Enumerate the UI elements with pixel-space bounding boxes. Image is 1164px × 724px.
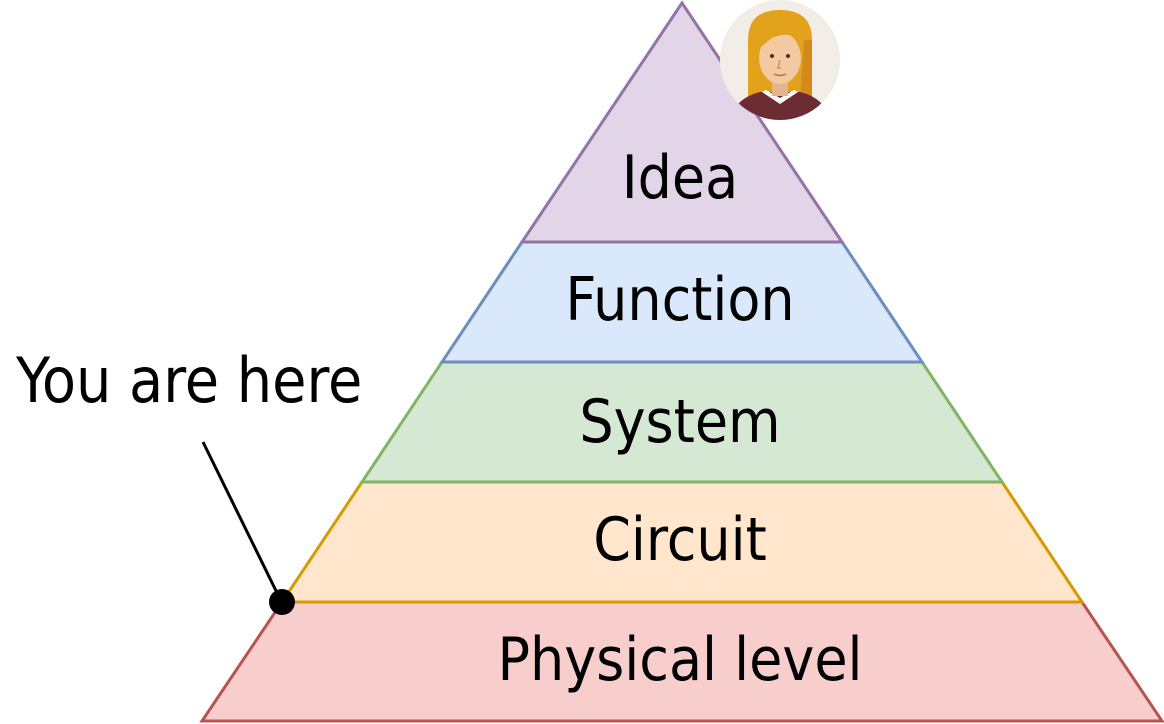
you-are-here-marker: You are here — [15, 344, 362, 615]
layer-label-function: Function — [565, 265, 794, 335]
layer-label-physical: Physical level — [497, 625, 862, 695]
layer-labels: Idea Function System Circuit Physical le… — [497, 143, 862, 695]
user-avatar-icon — [720, 0, 840, 120]
layer-label-system: System — [579, 387, 780, 457]
location-dot — [269, 589, 295, 615]
pyramid — [199, 0, 1164, 723]
layer-label-circuit: Circuit — [593, 505, 767, 575]
you-are-here-label: You are here — [15, 344, 362, 417]
layer-idea — [519, 0, 845, 244]
layer-label-idea: Idea — [622, 143, 738, 213]
pointer-line — [201, 441, 283, 602]
